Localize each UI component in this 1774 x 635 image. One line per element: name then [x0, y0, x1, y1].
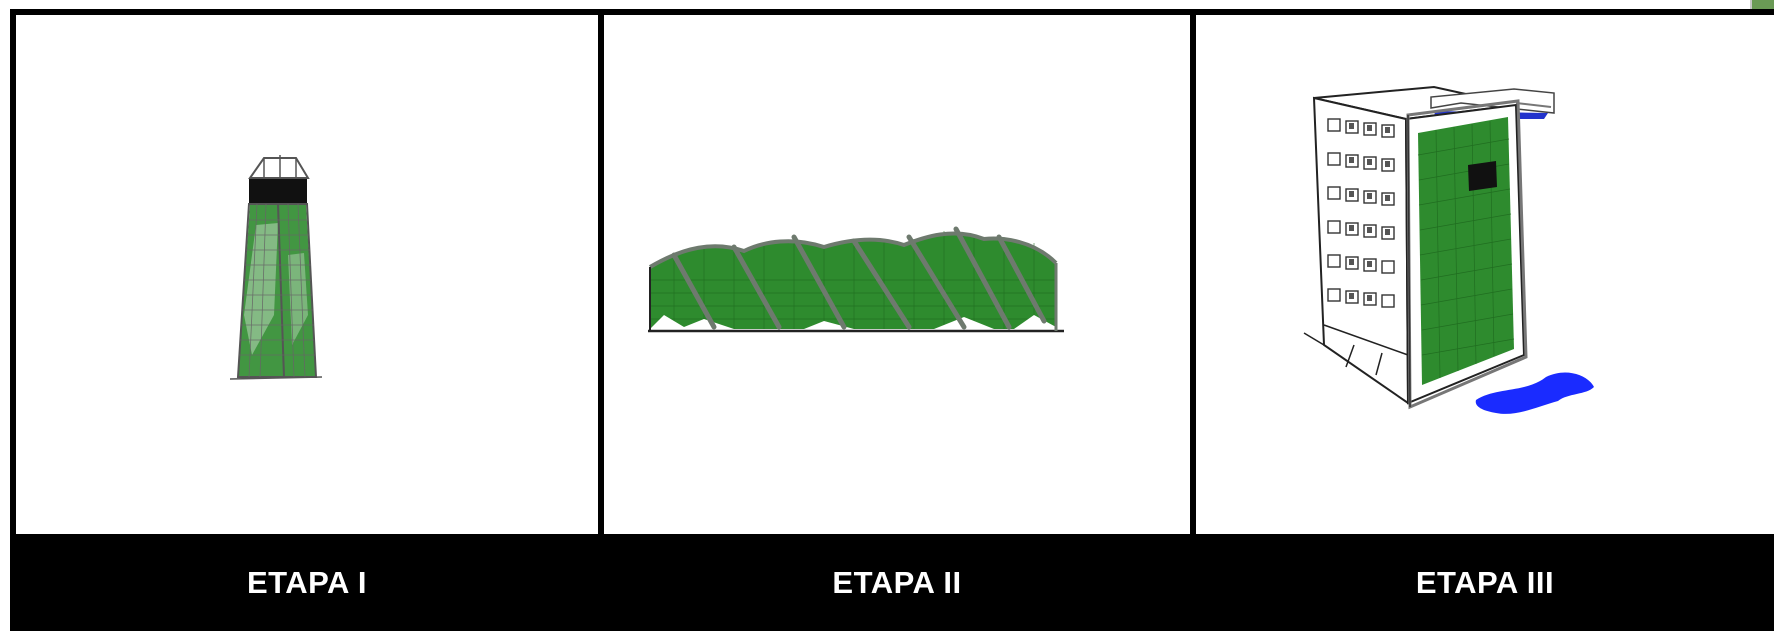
stage-3-panel — [1196, 15, 1774, 534]
stage-2-label: ETAPA II — [604, 534, 1190, 631]
stage-1-panel — [16, 15, 598, 534]
building-green-facade-illustration — [1196, 15, 1774, 534]
stage-2-panel — [604, 15, 1190, 534]
stages-strip: ETAPA I ETAPA II ETAPA III — [10, 9, 1774, 631]
stage-3-label: ETAPA III — [1196, 534, 1774, 631]
green-vault-illustration — [604, 15, 1190, 534]
stage-1-label: ETAPA I — [16, 534, 598, 631]
vertical-garden-tower-illustration — [16, 15, 598, 534]
